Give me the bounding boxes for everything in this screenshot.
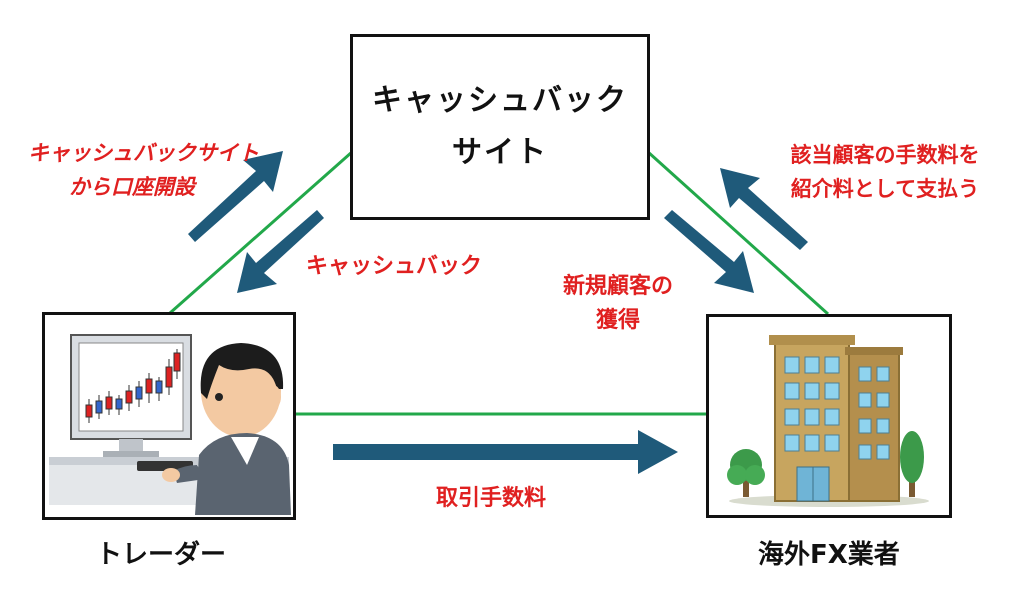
arrow-trading-fee [333,430,678,474]
label-referral-fee: 該当顧客の手数料を 紹介料として支払う [780,140,990,204]
label-open-account: キャッシュバックサイト から口座開設 [28,138,259,202]
cashback-site-title-line1: キャッシュバック [372,83,628,118]
label-open-account-line1: キャッシュバックサイト [28,141,259,165]
broker-box [706,314,952,518]
label-new-customer-line1: 新規顧客の [562,274,673,299]
caption-broker: 海外FX業者 [758,540,900,570]
cashback-site-box: キャッシュバック サイト [350,34,650,220]
label-cashback: キャッシュバック [306,254,483,279]
cashback-site-title-line2: サイト [452,135,548,170]
label-new-customer-line2: 獲得 [595,308,640,333]
caption-trader: トレーダー [96,540,227,570]
arrow-referral-fee [720,168,808,250]
trader-box [42,312,296,520]
label-trading-fee: 取引手数料 [436,486,547,511]
label-open-account-line2: から口座開設 [69,175,195,199]
arrow-cashback [237,210,324,293]
arrow-new-customer [664,210,754,293]
label-referral-fee-line1: 該当顧客の手数料を [790,143,980,167]
label-referral-fee-line2: 紹介料として支払う [790,177,980,201]
connector-line-site-trader [169,150,353,315]
connector-line-site-broker [646,150,830,316]
label-new-customer: 新規顧客の 獲得 [554,272,682,336]
office-building-icon [727,335,929,507]
trader-at-computer-icon [49,334,291,515]
arrow-open-account [188,151,283,242]
